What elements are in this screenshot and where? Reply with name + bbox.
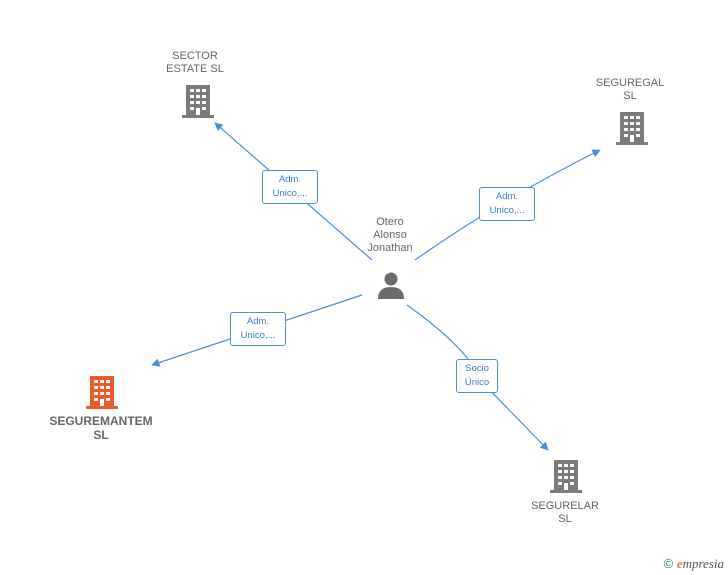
relation-label-seguregal[interactable]: Adm. Unico,... (479, 187, 535, 221)
company-label-segurelar[interactable]: SEGURELAR SL (531, 500, 599, 525)
copyright-notice: © empresia (664, 556, 724, 572)
company-label-seguregal[interactable]: SEGUREGAL SL (595, 77, 665, 102)
copyright-icon: © (663, 556, 674, 571)
building-icon[interactable] (616, 111, 648, 145)
company-label-seguremantem[interactable]: SEGUREMANTEM SL (49, 414, 153, 442)
person-icon[interactable] (376, 270, 406, 300)
company-label-sector-estate[interactable]: SECTOR ESTATE SL (166, 50, 224, 75)
relation-label-segurelar[interactable]: Socio Único (456, 359, 498, 393)
relation-label-sector-estate[interactable]: Adm. Unico,... (262, 170, 318, 204)
building-icon[interactable] (182, 84, 214, 118)
person-name-label: Otero Alonso Jonathan (367, 216, 413, 254)
building-icon[interactable] (550, 459, 582, 493)
relation-label-seguremantem[interactable]: Adm. Unico,... (230, 312, 286, 346)
building-icon[interactable] (86, 375, 118, 409)
brand-logo[interactable]: empresia (676, 556, 724, 571)
